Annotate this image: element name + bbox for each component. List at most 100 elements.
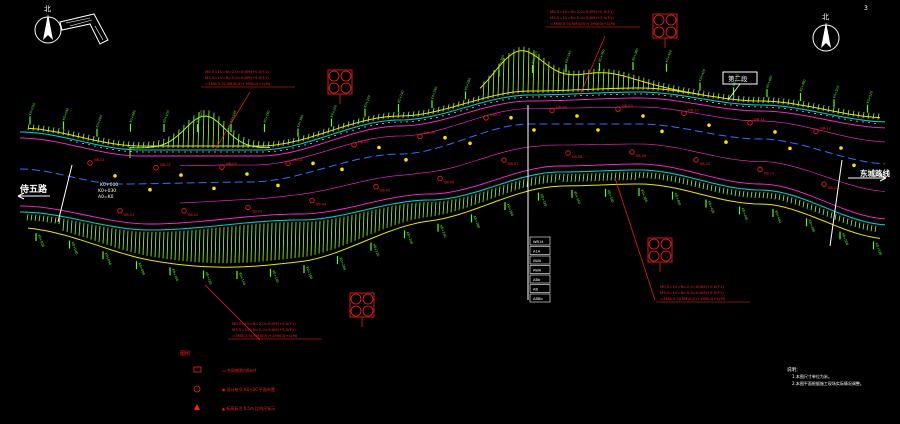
survey-point-label: NB-05 [358, 140, 369, 144]
slope-hatch-line [562, 69, 565, 93]
slope-hatch-line [402, 111, 405, 119]
slope-hatch-line [626, 172, 629, 181]
slope-hatch-line [362, 117, 365, 124]
slope-hatch-line [234, 225, 237, 264]
marker-yellow-icon [773, 130, 777, 134]
notes-title: 说明： [787, 366, 801, 373]
marker-yellow-icon [839, 146, 843, 150]
slope-hatch-line [482, 191, 485, 202]
survey-point-icon [747, 120, 753, 126]
slope-hatch-line [322, 129, 325, 136]
pipe-legend-cell [529, 293, 551, 303]
slope-hatch-line [218, 227, 221, 264]
survey-point-label: NB-11 [754, 118, 765, 122]
slope-hatch-line [62, 218, 65, 232]
slope-hatch-line [78, 221, 81, 236]
pipe-circle-icon [350, 293, 362, 305]
slope-hatch-line [747, 96, 750, 103]
lane-line-upper [19, 97, 886, 157]
slope-hatch-line [387, 112, 390, 119]
slope-hatch-line [158, 231, 161, 258]
station-label: K0+480 [799, 79, 807, 92]
station-label: K0+100 [171, 268, 179, 281]
slope-hatch-line [154, 231, 157, 258]
station-label: K0+380 [631, 48, 639, 61]
survey-point-icon [681, 110, 687, 116]
slope-hatch-line [722, 93, 725, 101]
slope-hatch-line [106, 227, 109, 245]
slope-hatch-line [818, 207, 821, 214]
slope-hatch-line [574, 173, 577, 182]
slope-hatch-line [592, 69, 595, 92]
slope-hatch-line [454, 199, 457, 212]
survey-point-icon [821, 181, 827, 187]
notes-line: 1.本图尺寸单位为米。 [792, 373, 832, 379]
road-lines [19, 87, 886, 300]
slope-hatch-line [118, 229, 121, 249]
slope-hatch-line [862, 223, 865, 230]
survey-point-label: NB-09 [622, 104, 633, 108]
slope-hatch-line [346, 215, 349, 245]
slope-hatch-line [72, 131, 75, 138]
legend-circle-icon [193, 385, 201, 393]
callout-leader [614, 177, 656, 301]
callout-text: M0.5=1V=N=2.0=0(0M)+0.0(F1) [205, 69, 269, 74]
slope-hatch-line [847, 109, 850, 116]
slope-hatch-line [107, 138, 110, 145]
slope-hatch-line [778, 194, 781, 201]
slope-hatch-line [34, 214, 37, 221]
pipe-bundle-frame [647, 237, 673, 263]
slope-hatch-line [697, 89, 700, 97]
slope-hatch-line [758, 191, 761, 199]
slope-hatch-line [698, 181, 701, 189]
station-label: K0+460 [774, 210, 782, 223]
station-label: K0+460 [765, 75, 773, 88]
pipe-circle-icon [350, 305, 362, 317]
station-label: K0+440 [741, 207, 749, 220]
slope-hatch-line [686, 178, 689, 186]
slope-hatch-line [812, 103, 815, 110]
marker-yellow-icon [707, 123, 711, 127]
marker-yellow-icon [245, 172, 249, 176]
station-label: K0+040 [62, 107, 70, 120]
slope-hatch-line [532, 50, 535, 94]
slope-hatch-line [254, 224, 257, 263]
slope-hatch-line [570, 173, 573, 182]
survey-point-icon [615, 106, 621, 112]
pipe-bundle-icon [327, 69, 353, 104]
slope-hatch-line [132, 141, 135, 148]
slope-hatch-line [518, 180, 521, 190]
section-symbol-icon [59, 13, 109, 45]
pipe-legend-label: ABBb [533, 297, 543, 301]
slope-hatch-line [290, 222, 293, 259]
slope-hatch-line [677, 86, 680, 94]
survey-point-label: SB-11 [764, 172, 774, 176]
slope-hatch-line [782, 98, 785, 105]
marker-yellow-icon [788, 146, 792, 151]
slope-hatch-line [514, 181, 517, 191]
slope-hatch-line [370, 210, 373, 235]
slope-hatch-line [147, 141, 150, 149]
slope-hatch-line [834, 213, 837, 220]
callout-text: M3.5=1V=N=5.0=0(0M)+5.0(F1) [205, 75, 269, 80]
slope-hatch-line [546, 174, 549, 184]
slope-hatch-line [714, 185, 717, 192]
road-name-left: 侍五路 [19, 183, 48, 195]
slope-hatch-line [87, 134, 90, 141]
slope-hatch-line [642, 171, 645, 179]
pipe-circle-icon [653, 26, 665, 38]
slope-hatch-line [210, 228, 213, 263]
slope-hatch-line [292, 137, 295, 144]
slope-hatch-line [392, 112, 395, 119]
slope-hatch-line [502, 185, 505, 195]
slope-hatch-line [542, 57, 545, 93]
slope-hatch-line [42, 125, 45, 132]
slope-hatch-line [206, 228, 209, 263]
slope-hatch-line [434, 201, 437, 217]
slope-hatch-line [70, 220, 73, 234]
hill-outline [129, 115, 271, 158]
slope-hatch-line [742, 190, 745, 198]
slope-hatch-line [527, 47, 530, 94]
slope-hatch-line [54, 217, 57, 224]
